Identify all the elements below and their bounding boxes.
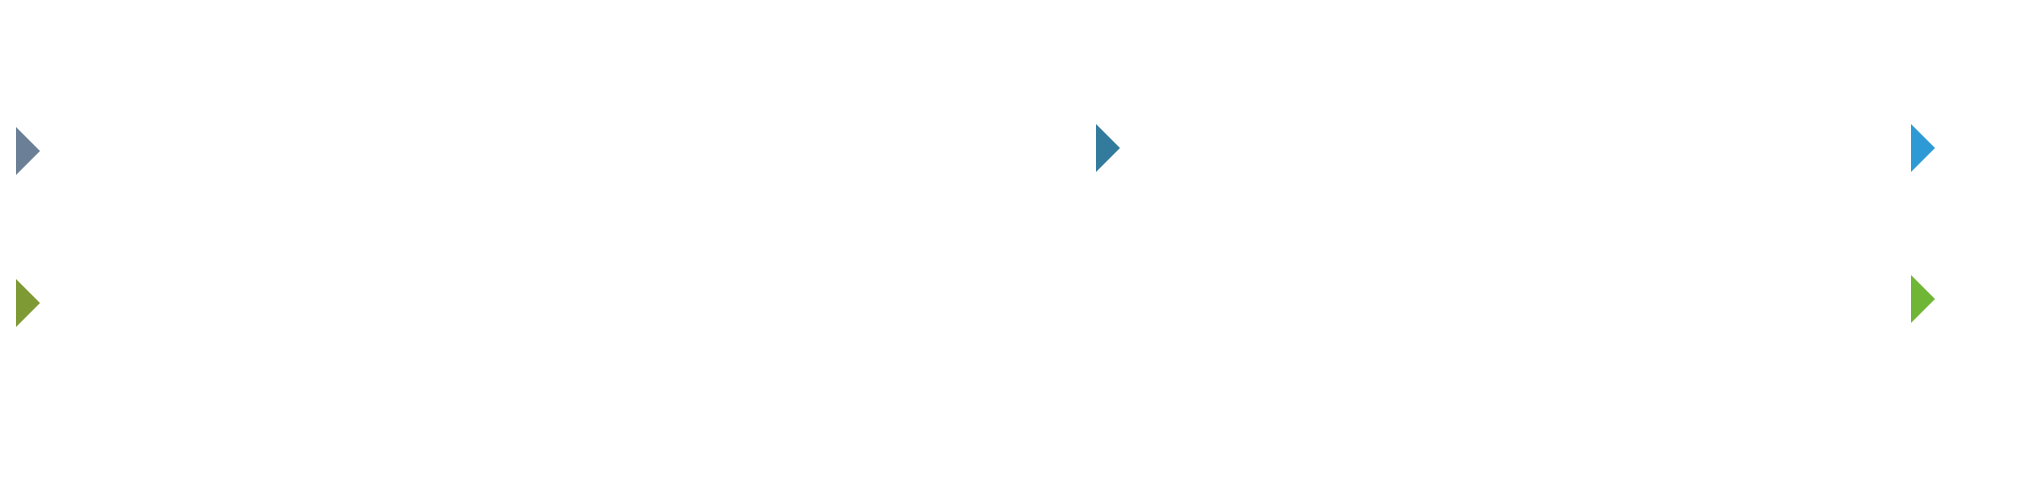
triangle-right-icon (1096, 124, 1120, 172)
triangle-right-icon (1911, 124, 1935, 172)
triangle-right-icon (16, 279, 40, 327)
triangle-right-icon (1911, 275, 1935, 323)
triangle-right-icon (16, 127, 40, 175)
